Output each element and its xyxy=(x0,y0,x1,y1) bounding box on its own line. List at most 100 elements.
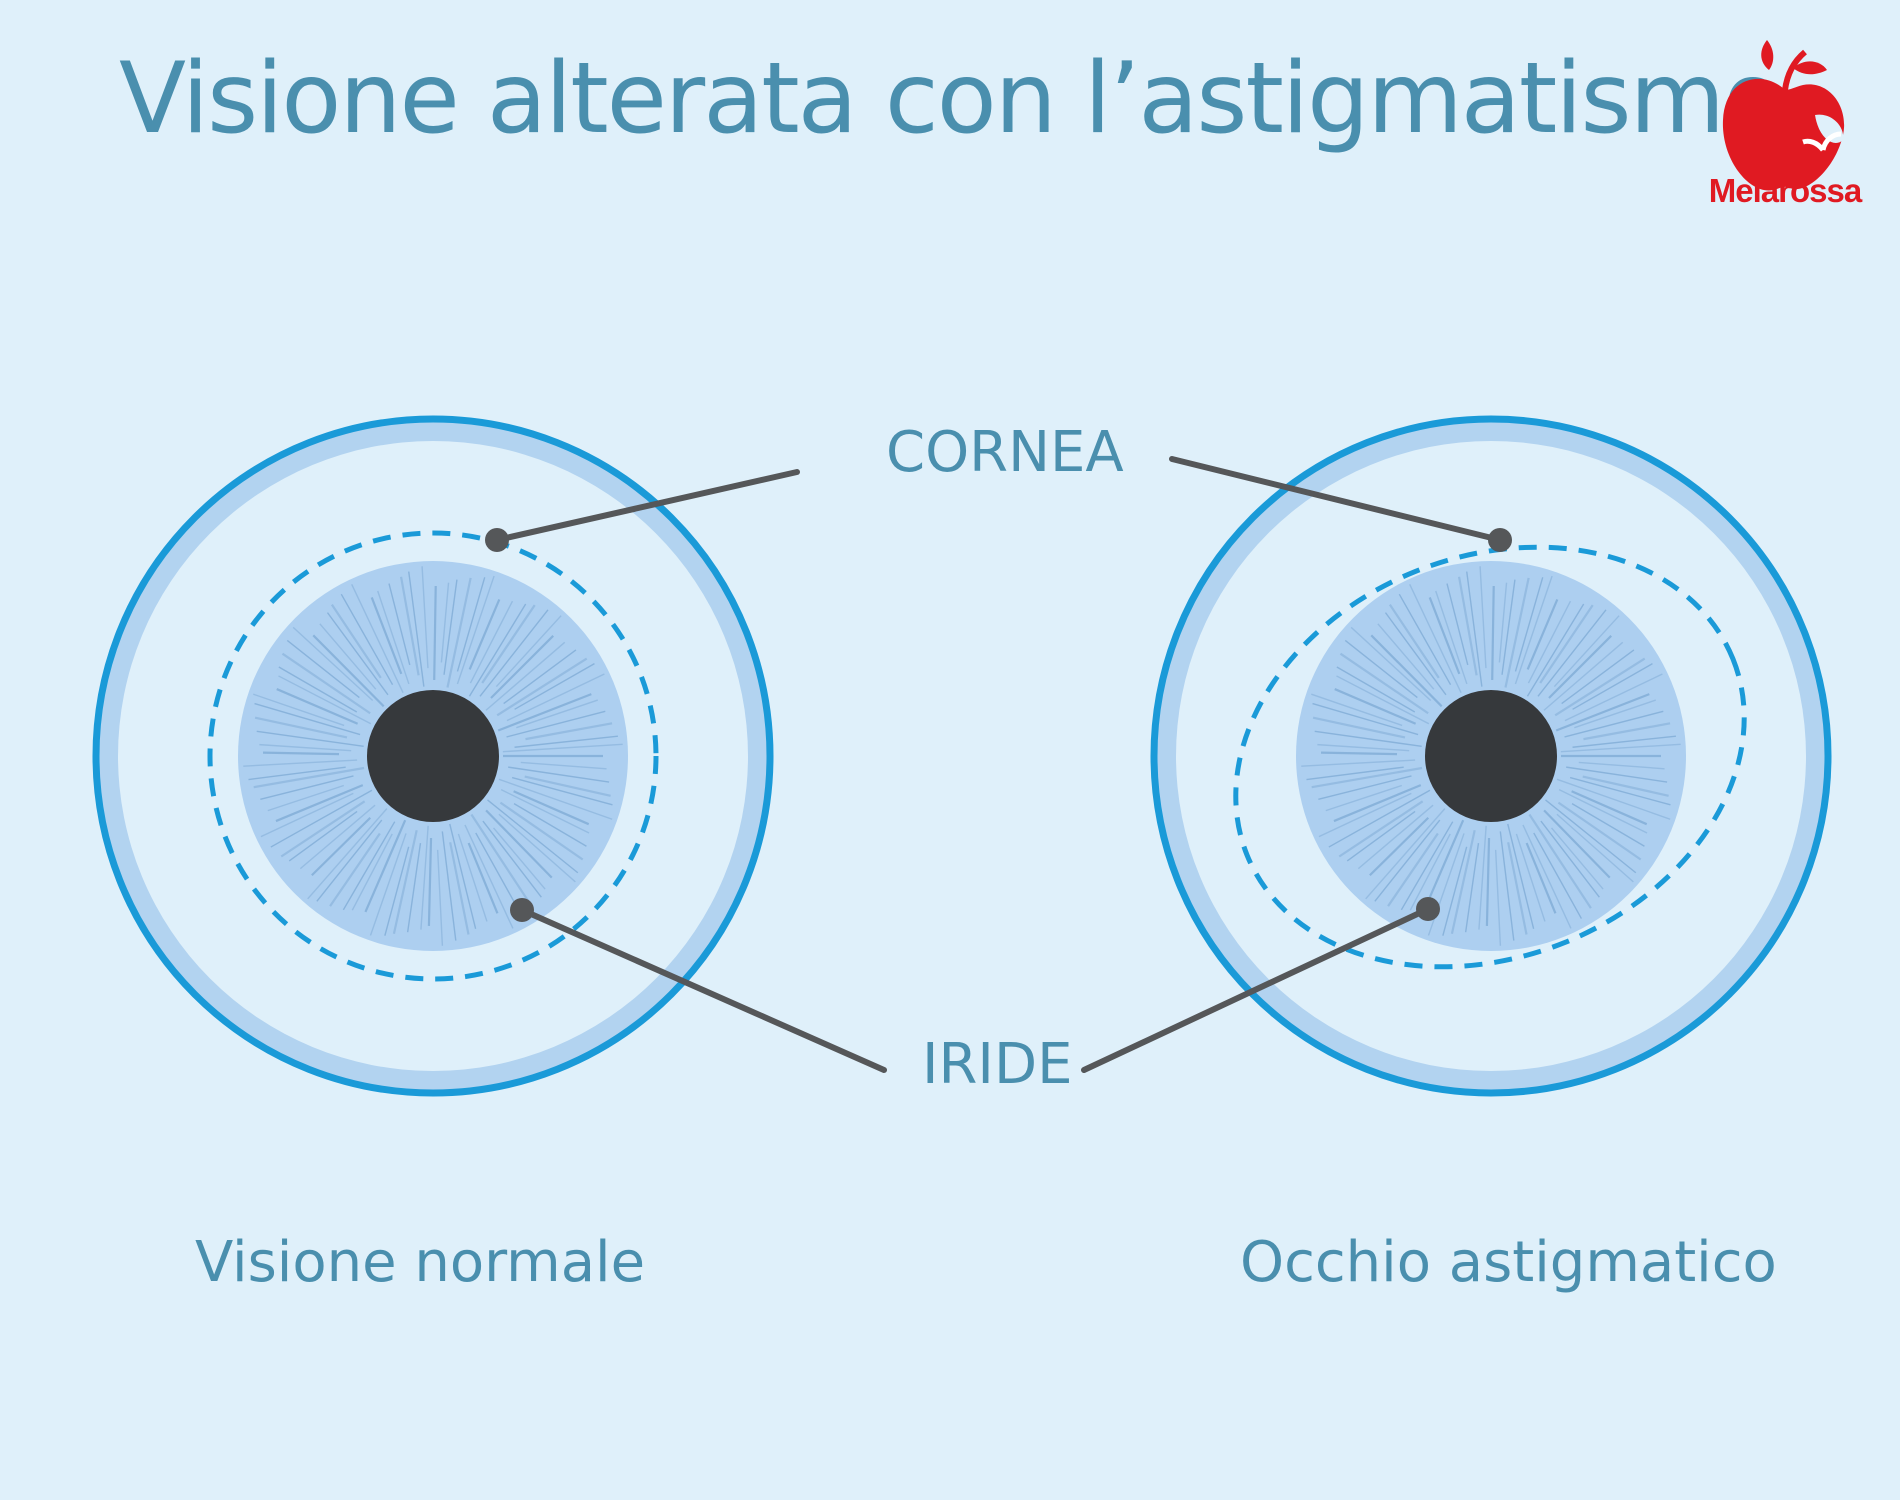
iris-fiber xyxy=(276,688,359,725)
iris-fiber xyxy=(1374,819,1441,902)
iris-fiber xyxy=(307,808,388,900)
iris-fiber xyxy=(464,824,514,929)
iris-fiber xyxy=(479,609,549,697)
iris-fiber xyxy=(498,778,613,820)
iris-fiber xyxy=(495,615,562,688)
iris-fiber xyxy=(1450,829,1476,934)
iris-fiber xyxy=(342,821,396,911)
iris-fiber xyxy=(1325,784,1402,812)
iris-fiber xyxy=(1400,821,1454,911)
iris-fiber xyxy=(520,761,607,770)
iris-fiber xyxy=(1370,634,1443,708)
iris-fiber xyxy=(1528,813,1592,909)
cornea-leader-right xyxy=(1169,456,1503,543)
iris-fiber xyxy=(1515,833,1546,922)
iris-fiber xyxy=(443,579,458,675)
iris-fiber xyxy=(370,597,403,675)
iris-fiber xyxy=(1553,615,1620,688)
iris-fiber xyxy=(436,849,444,946)
iris-fiber xyxy=(502,743,623,753)
iris-fiber xyxy=(441,831,457,941)
iris-fiber xyxy=(286,639,360,699)
iris-fiber xyxy=(493,827,546,890)
iris-fiber xyxy=(260,775,354,800)
iris-fiber xyxy=(1301,759,1416,767)
iris-fiber xyxy=(500,788,590,834)
iris-fiber xyxy=(326,612,389,696)
iris-fiber xyxy=(243,759,358,767)
iris-fiber xyxy=(1318,775,1412,800)
iris-fiber xyxy=(329,832,381,907)
iris-fiber xyxy=(498,813,576,883)
iris-fiber xyxy=(1539,604,1594,684)
iris-fiber xyxy=(1398,593,1452,686)
iris-fiber xyxy=(433,586,437,681)
iris-fiber xyxy=(256,730,364,748)
iris-fiber xyxy=(253,693,345,727)
iris-fiber xyxy=(469,600,514,684)
iris-fiber xyxy=(1317,743,1410,752)
iris-fiber xyxy=(1507,823,1535,929)
iris-fiber xyxy=(364,819,407,913)
iris-fiber xyxy=(275,784,364,823)
iris-fiber xyxy=(1525,842,1557,914)
iris-fiber xyxy=(1555,693,1650,732)
iris-fiber xyxy=(1561,649,1635,705)
iris-fiber xyxy=(1545,799,1637,874)
iris-fiber xyxy=(421,566,429,669)
iris-fiber xyxy=(506,673,605,722)
iris-fiber xyxy=(1564,673,1663,722)
iris-fiber xyxy=(319,623,377,690)
iris-fiber xyxy=(1572,663,1653,710)
iris-fiber xyxy=(1428,597,1461,675)
iris-fiber xyxy=(384,846,410,936)
iris-fiber xyxy=(514,663,595,710)
leader-dots xyxy=(485,528,1512,922)
iris-fiber xyxy=(340,593,394,686)
iris-fiber xyxy=(1527,600,1572,684)
astigmatic-eye-pupil xyxy=(1425,690,1557,822)
iris-fiber xyxy=(513,790,590,826)
iris-fiber xyxy=(524,775,611,797)
iris-fiber xyxy=(1543,809,1611,879)
iris-fiber xyxy=(1312,702,1419,736)
iris-fiber xyxy=(270,789,373,848)
iris-fiber xyxy=(1377,623,1435,690)
iris-fiber xyxy=(330,604,382,679)
iris-fiber xyxy=(1560,743,1681,753)
iride-leader-left xyxy=(519,907,887,1073)
iris-fiber xyxy=(1314,730,1422,748)
iris-fiber xyxy=(499,801,584,861)
apple-icon xyxy=(1722,40,1845,191)
iris-fiber xyxy=(408,571,425,687)
iris-fiber xyxy=(449,842,470,935)
iris-fiber xyxy=(1464,843,1480,933)
iris-fiber xyxy=(1409,583,1462,694)
iris-fiber xyxy=(280,800,366,858)
iris-fiber xyxy=(1485,837,1491,926)
iris-fiber xyxy=(456,575,495,685)
iris-fiber xyxy=(1566,766,1668,783)
astigmatic-eye-cornea-outline xyxy=(1233,544,1747,970)
iris-fiber xyxy=(481,604,536,684)
iris-fiber xyxy=(1478,825,1487,930)
iris-fiber xyxy=(369,833,407,936)
iris-fiber xyxy=(312,634,385,708)
iris-fiber xyxy=(1479,566,1487,669)
iris-fiber xyxy=(449,823,477,929)
iride-dot-left xyxy=(510,898,534,922)
iris-fiber xyxy=(1336,666,1416,713)
iris-fiber xyxy=(1551,827,1604,890)
iris-fiber xyxy=(508,766,610,783)
iris-fiber xyxy=(1387,832,1439,907)
iris-fiber xyxy=(1422,819,1465,913)
iris-fiber xyxy=(392,829,418,934)
iris-fiber xyxy=(467,842,499,914)
iris-fiber xyxy=(1466,571,1483,687)
iris-fiber xyxy=(1514,577,1544,672)
iris-fiber xyxy=(316,819,383,902)
iris-fiber xyxy=(351,583,404,694)
iris-fiber xyxy=(1499,831,1515,941)
iris-fiber xyxy=(1501,579,1516,675)
